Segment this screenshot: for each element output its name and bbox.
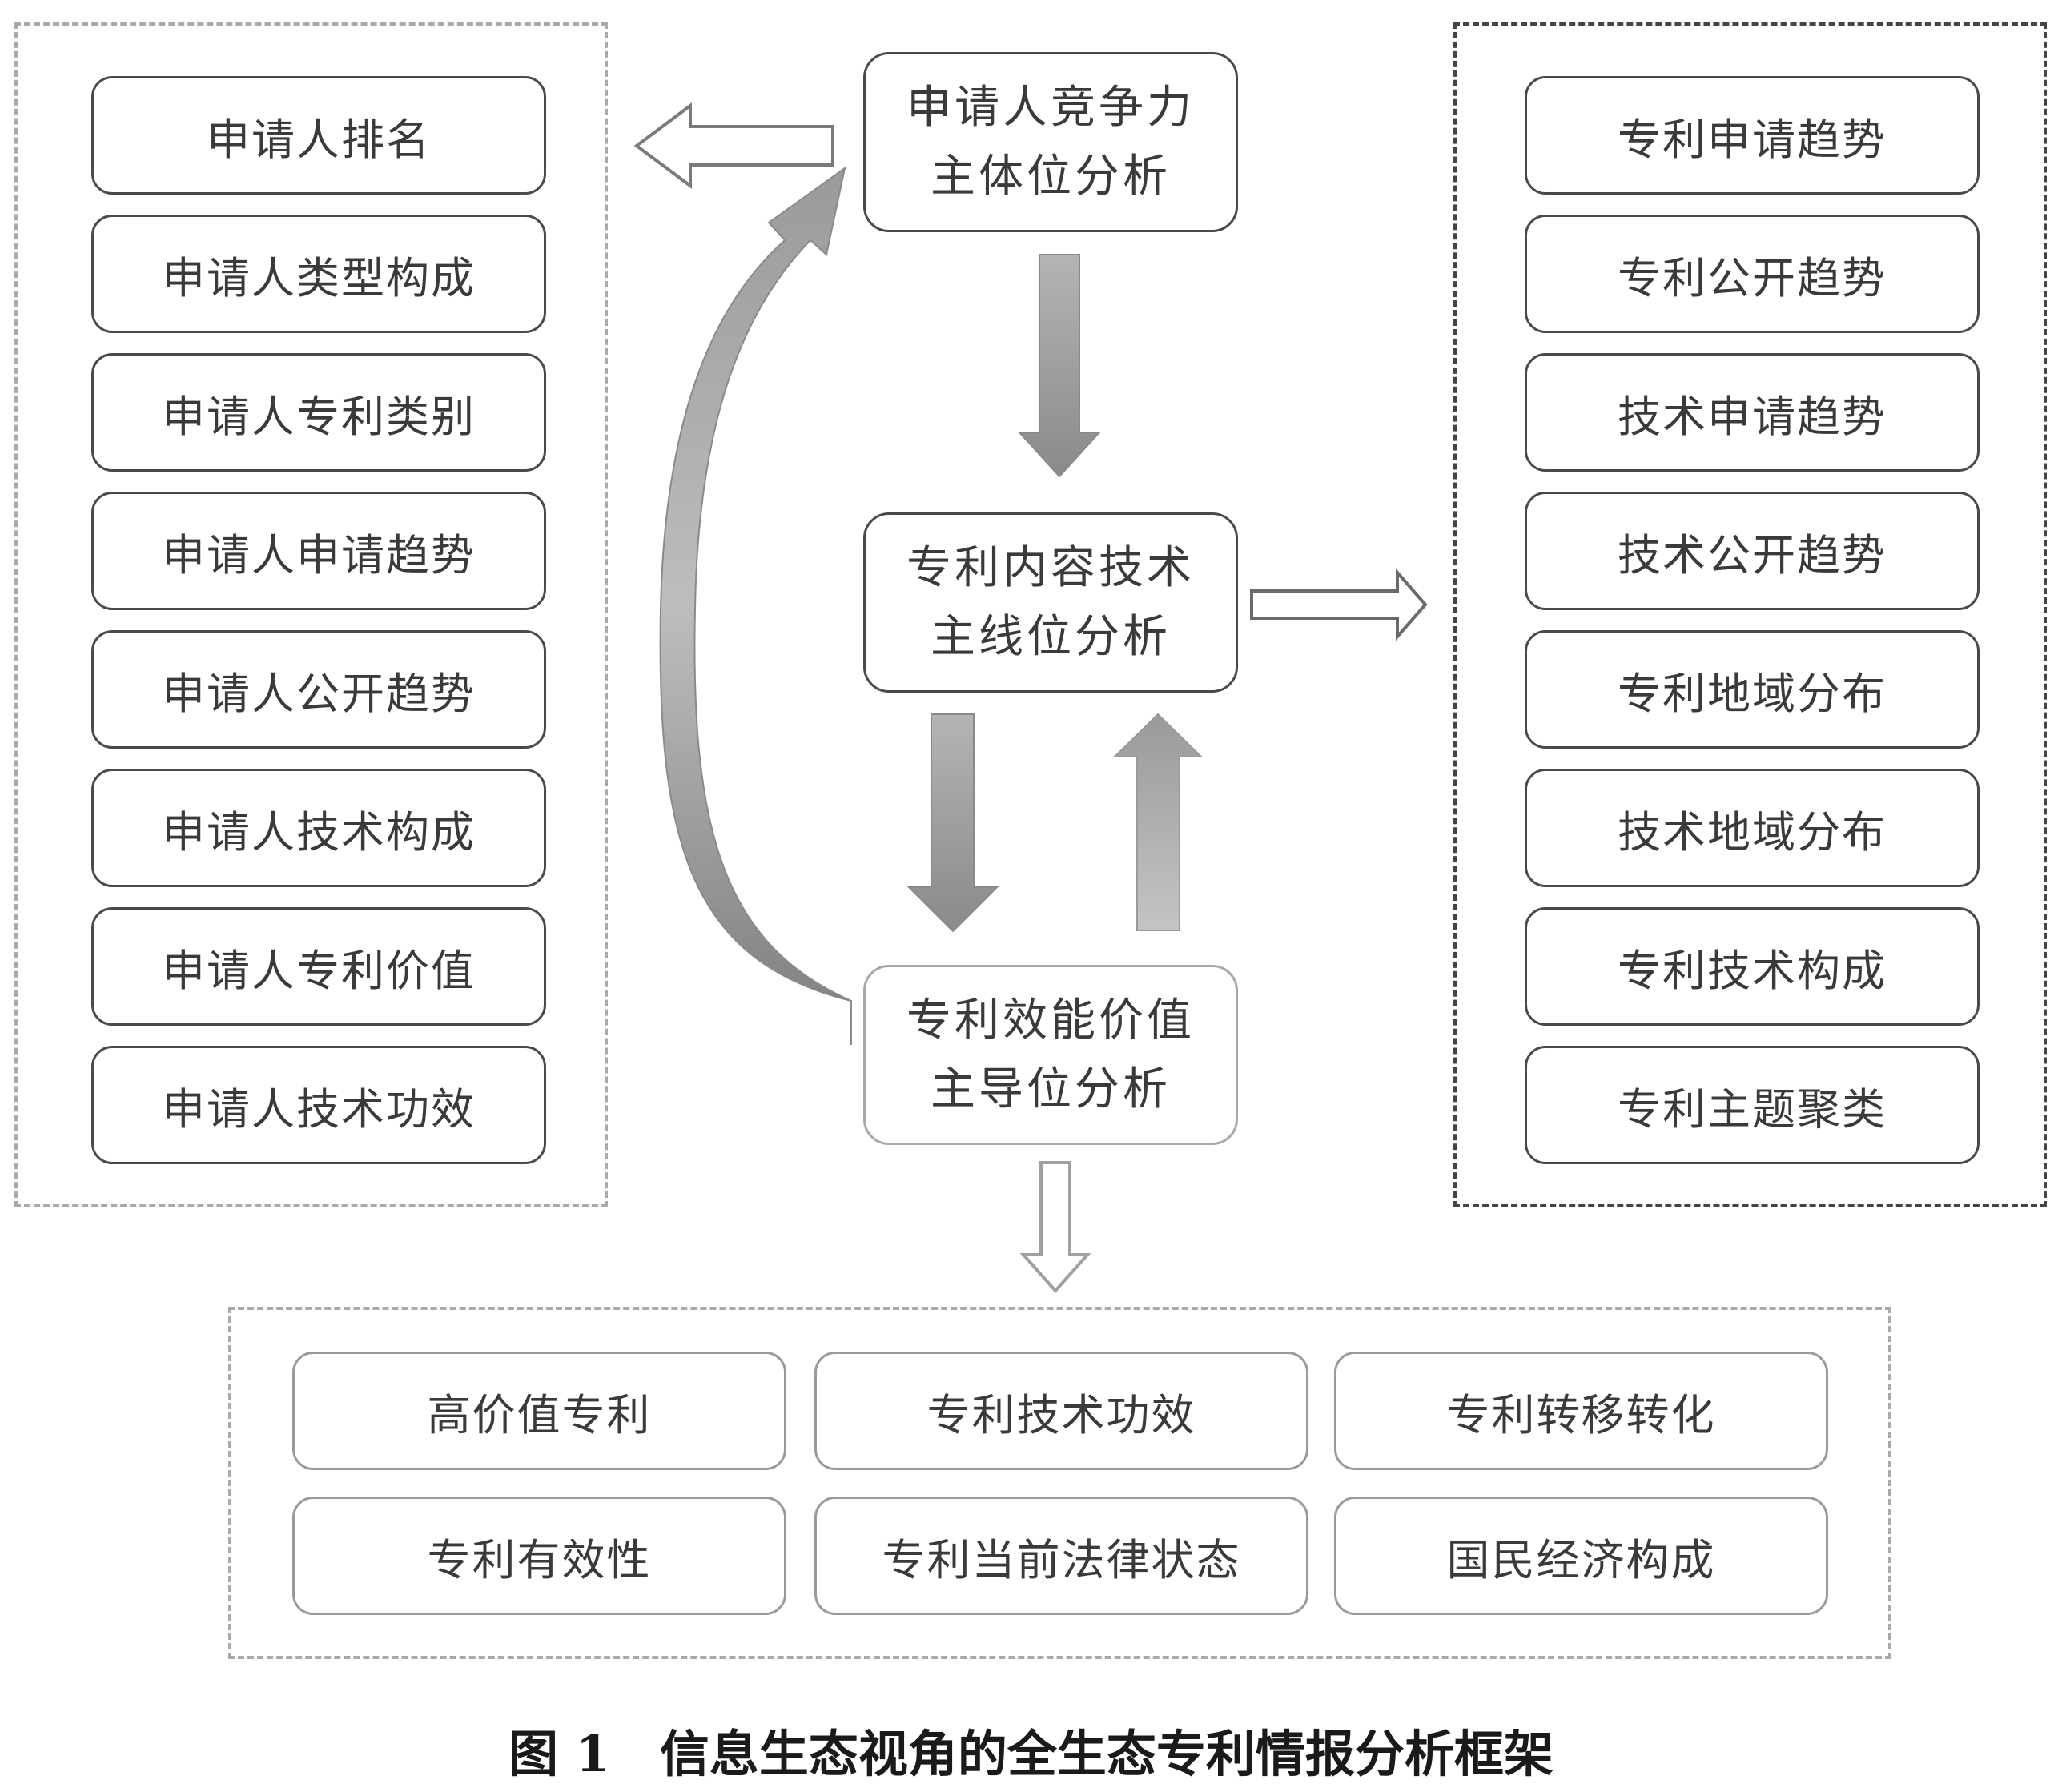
bottom-panel <box>228 1307 1891 1659</box>
bottom-panel-item: 高价值专利 <box>292 1352 786 1470</box>
left-panel-item: 申请人专利价值 <box>91 907 546 1026</box>
left-panel-item: 申请人技术构成 <box>91 769 546 887</box>
center-node-line: 专利内容技术 <box>906 541 1195 594</box>
left-panel-item: 申请人类型构成 <box>91 215 546 333</box>
arrow-to-left-panel <box>633 102 834 189</box>
bottom-panel-item: 专利转移转化 <box>1334 1352 1828 1470</box>
right-panel-item: 专利主题聚类 <box>1525 1046 1980 1164</box>
right-panel-item: 技术公开趋势 <box>1525 492 1980 610</box>
center-node-line: 申请人竞争力 <box>906 81 1195 134</box>
right-panel-item: 专利公开趋势 <box>1525 215 1980 333</box>
figure-caption: 图 1 信息生态视角的全生态专利情报分析框架 <box>508 1725 1554 1783</box>
arrow-top-to-middle <box>1017 254 1102 478</box>
center-node-line: 主导位分析 <box>931 1063 1171 1115</box>
center-node-patent-technology: 专利内容技术 主线位分析 <box>863 512 1238 693</box>
right-panel-item: 技术申请趋势 <box>1525 353 1980 472</box>
left-panel-item: 申请人技术功效 <box>91 1046 546 1164</box>
left-panel-item: 申请人公开趋势 <box>91 630 546 749</box>
left-panel-item: 申请人排名 <box>91 76 546 195</box>
right-panel-item: 专利地域分布 <box>1525 630 1980 749</box>
left-panel <box>14 22 608 1207</box>
center-node-line: 主体位分析 <box>931 150 1171 203</box>
right-panel <box>1453 22 2047 1207</box>
center-node-applicant-competitiveness: 申请人竞争力 主体位分析 <box>863 52 1238 232</box>
right-panel-item: 专利技术构成 <box>1525 907 1980 1026</box>
arrow-to-right-panel <box>1250 568 1428 641</box>
left-panel-item: 申请人申请趋势 <box>91 492 546 610</box>
right-panel-item: 专利申请趋势 <box>1525 76 1980 195</box>
bottom-panel-item: 专利技术功效 <box>814 1352 1308 1470</box>
center-node-line: 专利效能价值 <box>906 994 1195 1047</box>
bottom-panel-item: 国民经济构成 <box>1334 1497 1828 1615</box>
bottom-panel-item: 专利有效性 <box>292 1497 786 1615</box>
curved-feedback-arrow <box>659 166 852 1045</box>
arrow-bottom-to-middle <box>1112 713 1204 931</box>
center-node-line: 主线位分析 <box>931 610 1171 663</box>
center-node-patent-value: 专利效能价值 主导位分析 <box>863 965 1238 1145</box>
arrow-middle-to-bottom <box>906 713 999 933</box>
left-panel-item: 申请人专利类别 <box>91 353 546 472</box>
arrow-to-bottom-panel <box>1019 1161 1091 1294</box>
right-panel-item: 技术地域分布 <box>1525 769 1980 887</box>
bottom-panel-item: 专利当前法律状态 <box>814 1497 1308 1615</box>
